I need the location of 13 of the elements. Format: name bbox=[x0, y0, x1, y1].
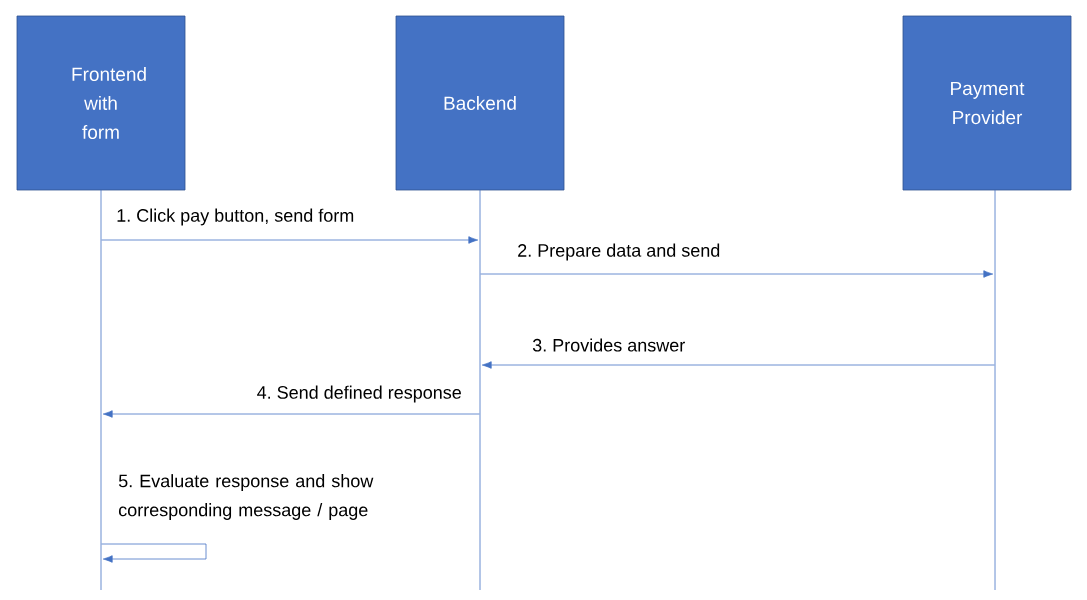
participant-box: Payment Provider bbox=[902, 15, 1072, 191]
message-arrow bbox=[101, 236, 479, 244]
message-label: 5. Evaluate response and show corresponding message / page bbox=[118, 474, 374, 520]
participant-box: Frontend with form bbox=[16, 15, 186, 191]
message-label: 1. Click pay button, send form bbox=[117, 208, 354, 226]
message-label: 4. Send defined response bbox=[257, 385, 461, 403]
message-label: 2. Prepare data and send bbox=[518, 243, 720, 261]
participant-box: Backend bbox=[395, 15, 565, 191]
message-arrow bbox=[481, 361, 995, 369]
message-arrow bbox=[101, 543, 207, 563]
message-arrow bbox=[480, 270, 994, 278]
message-label: 3. Provides answer bbox=[532, 338, 685, 352]
message-arrow bbox=[102, 410, 480, 418]
